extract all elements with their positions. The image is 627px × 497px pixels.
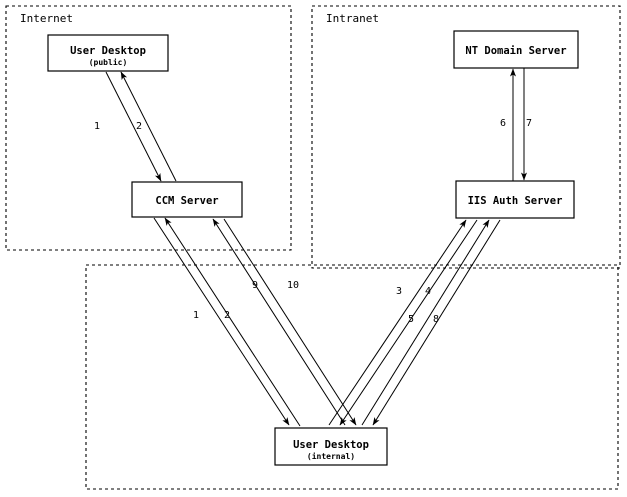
edge-line-9 [212, 218, 346, 426]
edge-label-8: 8 [433, 314, 439, 325]
edge-label-2-internal: 2 [224, 310, 230, 321]
edge-label-5: 5 [408, 314, 414, 325]
edge-label-1-internal: 1 [193, 310, 199, 321]
edge-group-internal-iis-inner: 3 4 [328, 219, 478, 426]
edge-label-1: 1 [94, 121, 100, 132]
node-ccm-server[interactable]: CCM Server [131, 181, 243, 218]
zone-internet: Internet [5, 5, 292, 251]
edge-line-5 [361, 219, 490, 426]
edge-group-public-ccm: 1 2 [94, 71, 177, 182]
node-title-user-desktop-internal: User Desktop [293, 439, 369, 451]
edge-line-4 [339, 219, 478, 426]
edge-label-9: 9 [252, 280, 258, 291]
edge-line-2-internal [164, 217, 301, 427]
edge-label-7: 7 [526, 118, 532, 129]
edge-line-3 [328, 219, 467, 426]
zone-label-internet: Internet [20, 12, 73, 25]
node-user-desktop-public[interactable]: User Desktop (public) [47, 34, 169, 72]
zone-label-intranet: Intranet [326, 12, 379, 25]
node-title-ccm-server: CCM Server [155, 195, 218, 207]
node-user-desktop-internal[interactable]: User Desktop (internal) [274, 427, 388, 466]
node-nt-domain-server[interactable]: NT Domain Server [453, 30, 579, 69]
zone-intranet: Intranet [311, 5, 621, 269]
edge-group-iis-ntdomain: 6 7 [500, 68, 532, 181]
node-title-nt-domain-server: NT Domain Server [465, 45, 566, 57]
edge-line-2 [120, 71, 177, 182]
edge-line-1-internal [153, 217, 290, 426]
edge-label-6: 6 [500, 118, 506, 129]
edge-line-1 [105, 71, 162, 182]
node-subtitle-user-desktop-internal: (internal) [307, 451, 355, 461]
node-title-user-desktop-public: User Desktop [70, 45, 146, 57]
edge-line-8 [372, 219, 501, 426]
edge-label-10: 10 [287, 280, 299, 291]
edge-label-4: 4 [425, 286, 431, 297]
node-subtitle-user-desktop-public: (public) [89, 57, 128, 67]
zone-internal-network [85, 264, 619, 490]
edge-group-internal-iis-outer: 5 8 [361, 219, 501, 426]
edge-label-2: 2 [136, 121, 142, 132]
edge-group-ccm-internal-right: 9 10 [212, 218, 357, 426]
node-title-iis-auth-server: IIS Auth Server [468, 195, 563, 207]
edge-group-ccm-internal-left: 1 2 [153, 217, 301, 427]
node-iis-auth-server[interactable]: IIS Auth Server [455, 180, 575, 219]
edge-label-3: 3 [396, 286, 402, 297]
edge-line-10 [223, 218, 357, 426]
